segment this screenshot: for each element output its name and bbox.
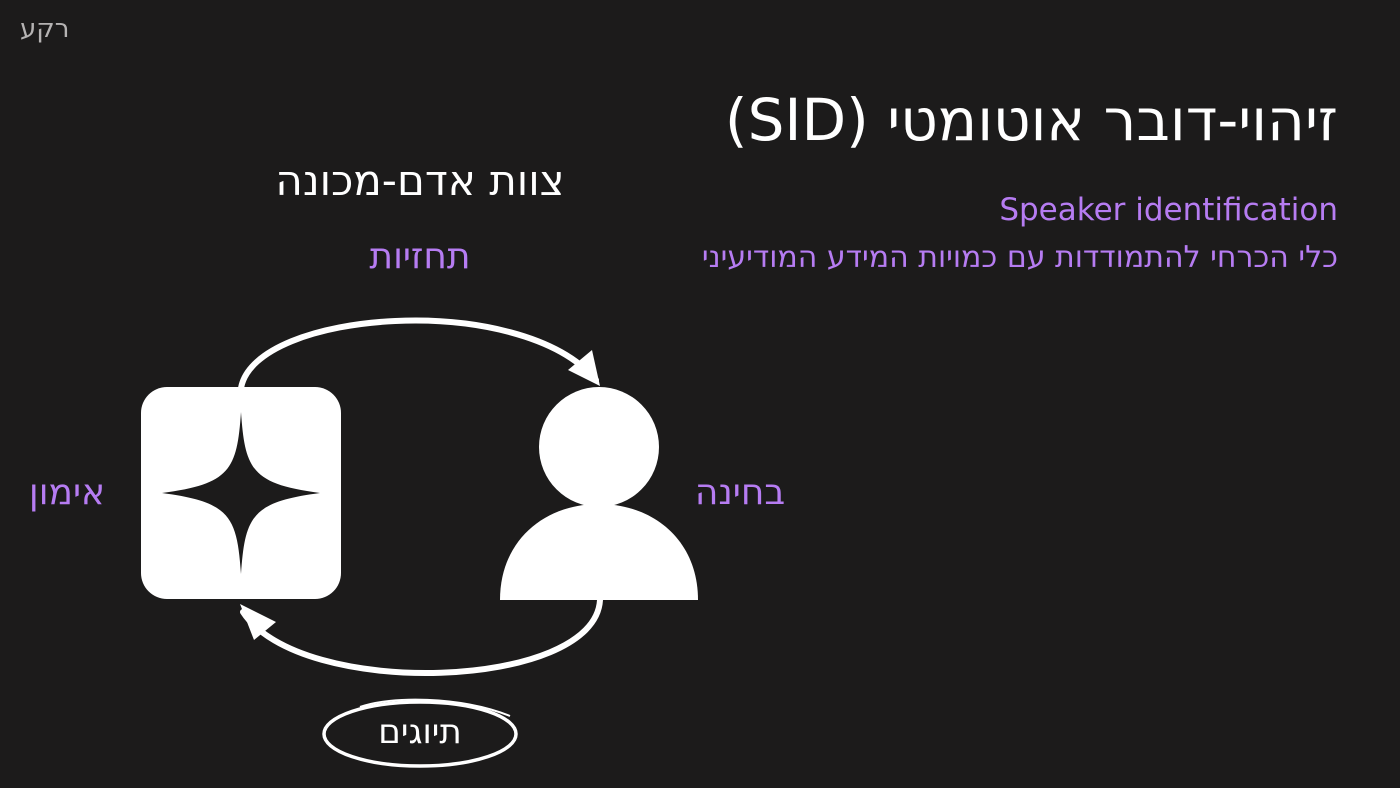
slide-title: זיהוי-דובר אוטומטי (SID) [724, 86, 1338, 154]
testing-label: בחינה [694, 472, 786, 513]
machine-tile [141, 387, 341, 599]
section-label: רקע [20, 14, 70, 44]
machine-icon-group [141, 387, 341, 599]
training-label: אימון [28, 472, 106, 513]
person-body [500, 504, 698, 600]
top-arrow [238, 317, 599, 391]
subtitle-english: Speaker identification [999, 192, 1338, 228]
predictions-label: תחזיות [369, 236, 471, 277]
top-arrow-head [568, 350, 600, 386]
person-head [539, 387, 659, 507]
four-point-star-icon [162, 412, 320, 574]
bottom-arrow-head [240, 604, 276, 640]
diagram-title: צוות אדם-מכונה [275, 156, 565, 205]
tags-label: תיוגים [378, 712, 462, 752]
subtitle-hebrew: כלי הכרחי להתמודדות עם כמויות המידע המוד… [701, 240, 1338, 275]
bottom-arrow [240, 597, 603, 676]
person-icon [500, 387, 698, 600]
